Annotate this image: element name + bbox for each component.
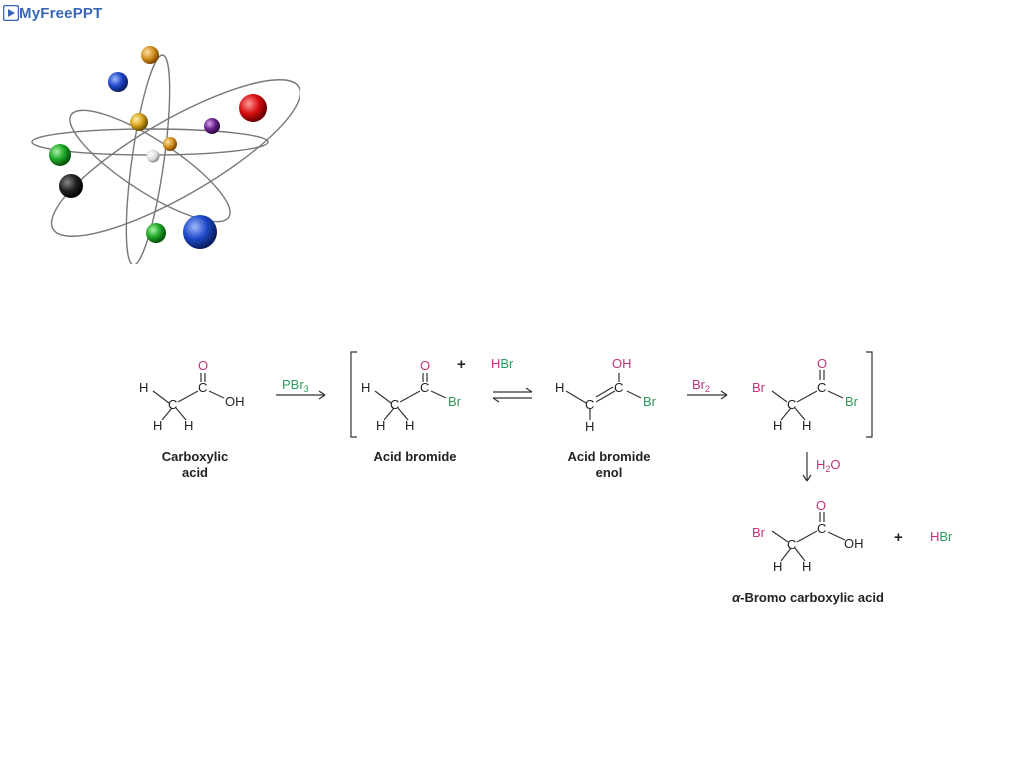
atom-model-icon [31, 46, 300, 264]
product-o: O [816, 498, 826, 513]
bond-lines [152, 351, 873, 562]
enol-h1: H [555, 380, 564, 395]
enol-label-line2: enol [596, 465, 623, 480]
reactant-oh: OH [225, 394, 245, 409]
product-br: Br [752, 525, 766, 540]
acid-bromide-br: Br [448, 394, 462, 409]
step1-reagent: PBr3 [282, 377, 309, 394]
reactant-o: O [198, 358, 208, 373]
acid-bromide-h1: H [361, 380, 370, 395]
acid-bromide-h2: H [376, 418, 385, 433]
bromo-acid-bromide-br2: Br [845, 394, 859, 409]
enol-c2: C [614, 380, 623, 395]
hbr-1: HBr [491, 356, 514, 371]
plus-sign-2: + [894, 529, 903, 546]
product-h2: H [802, 559, 811, 574]
reactant-h2: H [153, 418, 162, 433]
reactant-label-line1: Carboxylic [162, 449, 228, 464]
reactant-label-line2: acid [182, 465, 208, 480]
reactant-c1: C [168, 397, 177, 412]
acid-bromide-label: Acid bromide [373, 449, 456, 464]
bromo-acid-bromide-br1: Br [752, 380, 766, 395]
bromo-acid-bromide-h1: H [773, 418, 782, 433]
bromo-acid-bromide-h2: H [802, 418, 811, 433]
bromo-acid-bromide-o: O [817, 356, 827, 371]
plus-sign-1: + [457, 356, 466, 373]
acid-bromide-h3: H [405, 418, 414, 433]
product-label: α-Bromo carboxylic acid [732, 590, 884, 605]
reactant-c2: C [198, 380, 207, 395]
enol-oh: OH [612, 356, 632, 371]
product-c2: C [817, 521, 826, 536]
brand-logo: MyFreePPT [3, 4, 103, 22]
step2-reagent: Br2 [692, 377, 710, 394]
bromo-acid-bromide-c1: C [787, 397, 796, 412]
reactant-h3: H [184, 418, 193, 433]
hbr-2: HBr [930, 529, 953, 544]
bromo-acid-bromide-c2: C [817, 380, 826, 395]
enol-label-line1: Acid bromide [567, 449, 650, 464]
product-oh: OH [844, 536, 864, 551]
enol-br: Br [643, 394, 657, 409]
enol-c1: C [585, 397, 594, 412]
product-c1: C [787, 537, 796, 552]
step3-reagent: H2O [816, 457, 841, 474]
play-icon [3, 5, 19, 21]
reactant-h1: H [139, 380, 148, 395]
acid-bromide-c2: C [420, 380, 429, 395]
enol-h2: H [585, 419, 594, 434]
acid-bromide-c1: C [390, 397, 399, 412]
brand-name: MyFreePPT [19, 4, 103, 22]
acid-bromide-o: O [420, 358, 430, 373]
product-h1: H [773, 559, 782, 574]
